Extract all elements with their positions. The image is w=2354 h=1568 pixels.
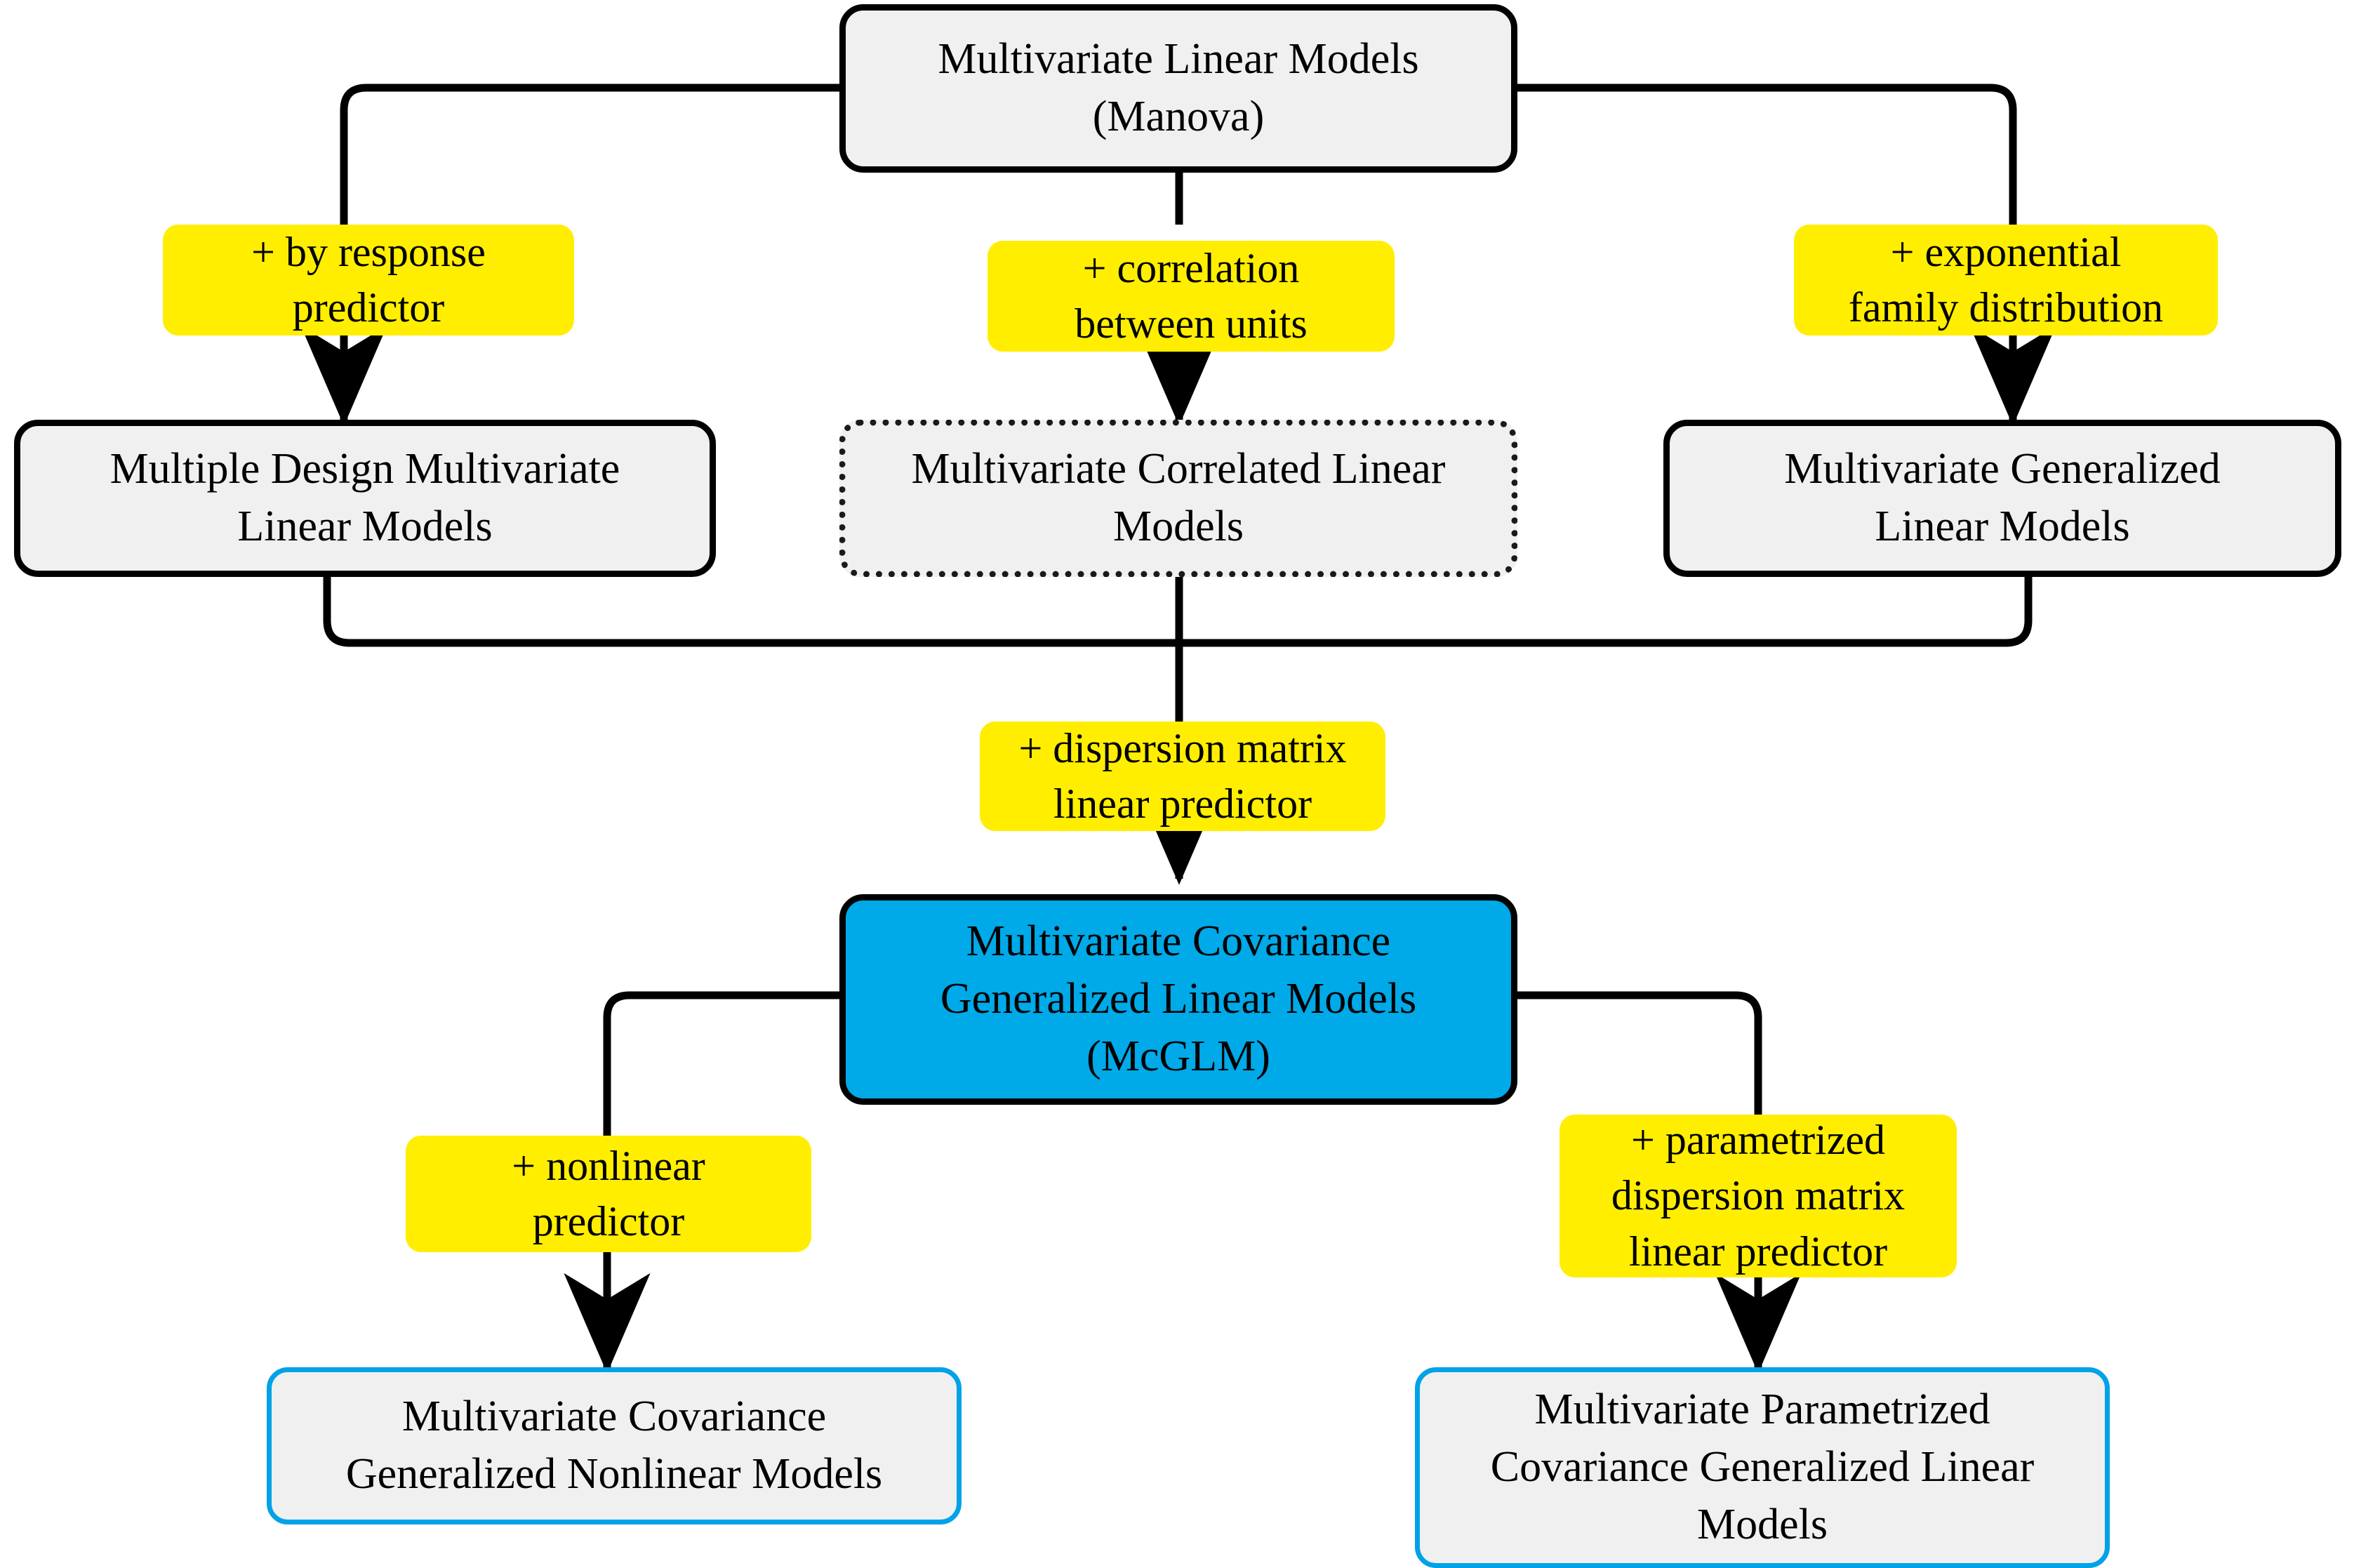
node-manova[interactable]: Multivariate Linear Models(Manova) (839, 4, 1517, 173)
edge-mglm-to-bus (1179, 577, 2033, 647)
edge-manova-to-mdmlm-upper (340, 84, 839, 225)
edge-mcglm-to-mcgnlm-upper (603, 991, 839, 1136)
edge-mcglm-to-mpcglm-upper (1517, 991, 1762, 1115)
edge-manova-to-mglm-upper (1517, 84, 2017, 225)
edge-mdmlm-merge-bus (327, 577, 2354, 643)
node-manova-label: Multivariate Linear Models(Manova) (938, 35, 1419, 140)
edge-mdmlm-to-bus (323, 577, 1179, 647)
